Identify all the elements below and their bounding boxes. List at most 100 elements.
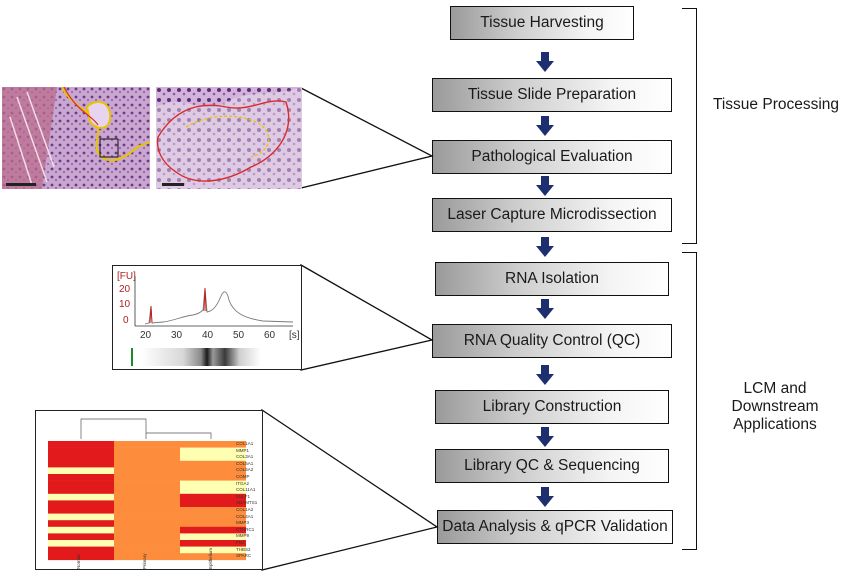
heatmap-chart	[48, 418, 246, 561]
heatmap-gene-label: COMP	[236, 474, 250, 479]
down-arrow-icon	[536, 237, 554, 257]
heatmap-gene-label: ADAMTS1	[236, 500, 258, 506]
step-label: Library QC & Sequencing	[464, 457, 640, 474]
heatmap-cell	[180, 520, 246, 528]
heatmap-column-label: Normal	[76, 554, 81, 569]
heatmap-cell	[180, 533, 246, 541]
down-arrow-icon	[536, 427, 554, 447]
tissue-processing-bracket	[682, 8, 697, 244]
heatmap-cell	[114, 500, 180, 508]
heatmap-cell	[48, 493, 114, 501]
heatmap-cell	[180, 500, 246, 508]
heatmap-cell	[48, 447, 114, 455]
heatmap-cell	[114, 487, 180, 495]
heatmap-cell	[48, 474, 114, 481]
gel-lane-marker	[131, 348, 133, 366]
heatmap-cell	[180, 460, 246, 468]
step-label: Pathological Evaluation	[471, 148, 633, 165]
heatmap-cell	[180, 540, 246, 547]
y-tick: 0	[123, 315, 129, 326]
heatmap-cell	[48, 500, 114, 508]
heatmap-gene-label: MMP9	[236, 533, 250, 539]
heatmap-cell	[114, 533, 180, 541]
heatmap-cell	[114, 553, 180, 561]
heatmap-cell	[180, 546, 246, 554]
downstream-label-line2: Applications	[733, 416, 817, 433]
heatmap-cell	[114, 441, 180, 448]
heatmap-gene-label: COL11A1	[236, 487, 256, 493]
heatmap-callout-wedge	[261, 408, 439, 571]
tissue-callout-wedge	[300, 86, 434, 189]
heatmap-gene-label: THBS2	[236, 546, 251, 552]
step-library-qc-sequencing: Library QC & Sequencing	[435, 449, 669, 483]
down-arrow-icon	[536, 176, 554, 196]
heatmap-cell	[114, 526, 180, 534]
dendrogram	[80, 418, 212, 439]
heatmap-gene-label: SPARC	[236, 553, 252, 559]
gel-lane	[141, 348, 261, 366]
step-label: RNA Isolation	[505, 270, 599, 287]
step-tissue-harvesting: Tissue Harvesting	[450, 6, 634, 40]
downstream-label-line1: LCM and Downstream	[731, 380, 819, 415]
heatmap-gene-label: COL3A1	[236, 454, 254, 460]
heatmap-cell	[114, 474, 180, 481]
heatmap-cell	[114, 447, 180, 455]
step-data-analysis-qpcr: Data Analysis & qPCR Validation	[437, 510, 673, 544]
y-tick: 20	[119, 284, 131, 295]
trace-line	[144, 287, 294, 325]
heatmap-cell	[114, 480, 180, 488]
downstream-label: LCM and Downstream Applications	[700, 380, 850, 434]
heatmap-gene-label: ITGA2	[236, 480, 250, 486]
heatmap-gene-label: COL1A1	[236, 441, 254, 446]
heatmap-cell	[48, 533, 114, 541]
heatmap-gene-label: MMP3	[236, 520, 250, 526]
step-label: Tissue Harvesting	[480, 14, 604, 31]
heatmap-cell	[48, 540, 114, 547]
tissue-images-panel	[2, 87, 302, 189]
x-tick: 20	[140, 330, 152, 341]
heatmap-cell	[114, 546, 180, 554]
heatmap-cell	[180, 507, 246, 514]
step-label: Library Construction	[482, 398, 622, 415]
heatmap-cell	[114, 460, 180, 468]
heatmap-cell	[48, 553, 114, 561]
step-label: Data Analysis & qPCR Validation	[442, 518, 668, 535]
heatmap-column-label: Primary	[142, 553, 147, 570]
step-pathological-evaluation: Pathological Evaluation	[432, 140, 672, 174]
tissue-zoom-image	[156, 87, 302, 189]
heatmap-cell	[180, 454, 246, 462]
down-arrow-icon	[536, 299, 554, 319]
heatmap-cell	[48, 480, 114, 488]
step-tissue-slide-preparation: Tissue Slide Preparation	[432, 78, 672, 112]
x-tick: 50	[233, 330, 245, 341]
heatmap-cell	[114, 467, 180, 475]
x-tick: 40	[202, 330, 214, 341]
electropherogram-panel: [FU] 20 10 0 20 30 40 50 60 [s]	[112, 265, 302, 370]
electropherogram-chart: [FU] 20 10 0 20 30 40 50 60 [s]	[117, 271, 300, 366]
heatmap-cell	[180, 447, 246, 455]
down-arrow-icon	[536, 52, 554, 72]
heatmap-cells	[48, 441, 246, 561]
downstream-bracket	[682, 252, 697, 550]
heatmap-cell	[48, 460, 114, 468]
x-tick: 30	[171, 330, 183, 341]
step-rna-quality-control: RNA Quality Control (QC)	[432, 324, 672, 358]
heatmap-cell	[180, 513, 246, 521]
down-arrow-icon	[536, 365, 554, 385]
heatmap-cell	[48, 467, 114, 475]
step-rna-isolation: RNA Isolation	[435, 262, 669, 296]
heatmap-cell	[48, 441, 114, 448]
x-unit-label: [s]	[289, 330, 300, 341]
heatmap-cell	[180, 480, 246, 488]
step-label: Tissue Slide Preparation	[467, 86, 637, 103]
y-unit-label: [FU]	[117, 271, 136, 282]
step-label: RNA Quality Control (QC)	[463, 332, 641, 349]
heatmap-gene-label: COL5A1	[236, 460, 254, 466]
heatmap-cell	[114, 540, 180, 547]
step-library-construction: Library Construction	[435, 390, 669, 424]
heatmap-cell	[180, 493, 246, 501]
x-tick: 60	[264, 330, 276, 341]
heatmap-cell	[48, 526, 114, 534]
heatmap-gene-label: COL1A2	[236, 507, 254, 512]
